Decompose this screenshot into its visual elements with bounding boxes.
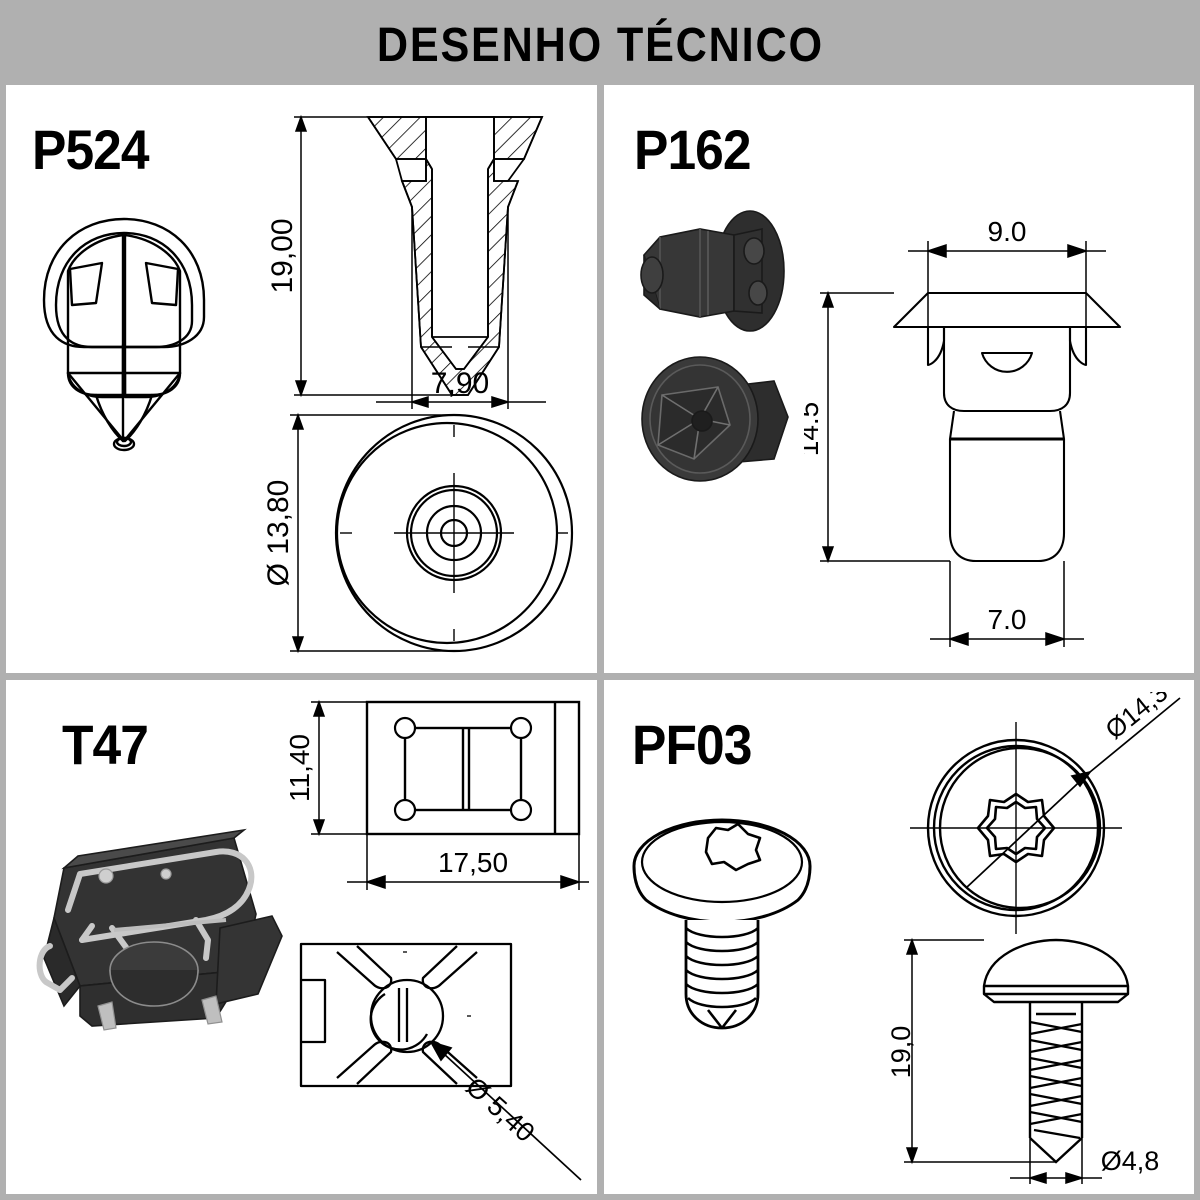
dim-p162-shank-width: 7.0 [988,604,1027,635]
panel-t47: T47 [6,680,597,1194]
part-code-pf03: PF03 [632,713,752,776]
dim-p524-shank-diameter: 7,90 [431,367,489,400]
p524-top-circular-view: Ø 13,80 [256,405,596,665]
dim-t47-hole-diameter: Ø 5,40 [460,1071,540,1148]
t47-render-iso-view [20,810,290,1060]
dim-t47-width: 17,50 [438,847,508,878]
dim-p162-head-width: 9.0 [988,216,1027,247]
p524-section-view: 19,00 7,90 [256,97,596,417]
dim-t47-height: 11,40 [284,734,315,802]
dim-p524-head-diameter: Ø 13,80 [262,480,295,587]
pf03-screw-side-view: 19,0 Ø4,8 [884,930,1194,1190]
part-code-t47: T47 [62,713,149,776]
pf03-screw-iso-view [624,808,824,1038]
vertical-divider [597,85,604,1194]
pf03-head-top-view: Ø14,3 [904,692,1194,952]
dim-pf03-head-diameter: Ø14,3 [1099,692,1173,745]
page-title: DESENHO TÉCNICO [376,19,824,72]
dim-p524-height: 19,00 [266,218,299,293]
panel-grid: P524 [6,85,1194,1194]
dim-p162-height: 14.5 [804,402,824,457]
t47-top-view: Ø 5,40 [281,930,591,1190]
panel-pf03: PF03 [604,680,1194,1194]
p524-isometric-outline-view [24,205,234,455]
t47-front-view: 11,40 17,50 [281,690,591,900]
panel-p524: P524 [6,85,597,673]
sheet-header: DESENHO TÉCNICO [6,6,1194,85]
horizontal-divider [6,673,1194,680]
part-code-p162: P162 [634,118,752,181]
dim-pf03-thread-diameter: Ø4,8 [1101,1146,1160,1176]
part-code-p524: P524 [32,118,150,181]
p162-profile-view: 9.0 14.5 [804,215,1194,665]
p162-render-side-view [622,203,812,343]
panel-p162: P162 [604,85,1194,673]
p162-render-front-view [622,347,812,497]
dim-pf03-length: 19,0 [886,1026,916,1079]
